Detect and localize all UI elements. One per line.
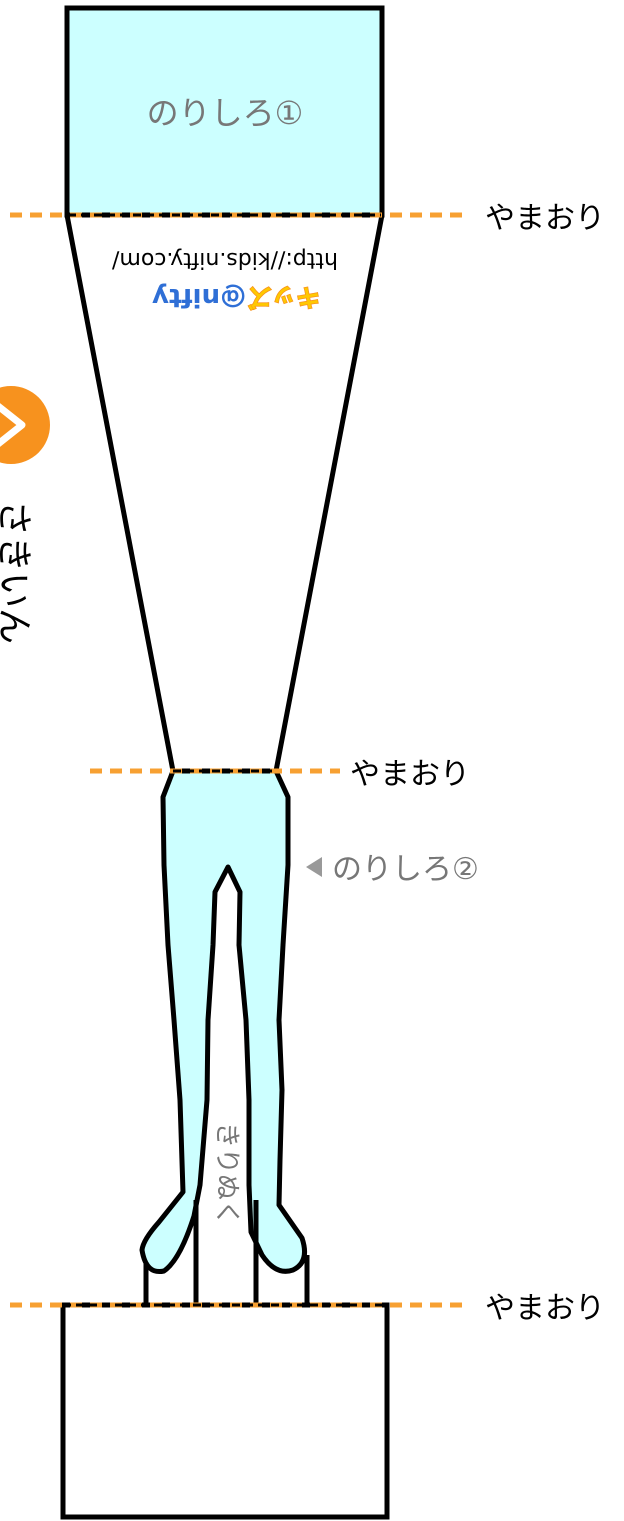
glue-tab-1-label: のりしろ①: [147, 94, 304, 132]
chevron-right-icon: [0, 403, 26, 447]
glue-tab-2-label: のりしろ②: [332, 852, 479, 887]
logo-brand: @nifty: [152, 282, 246, 312]
logo-kana: キッズ: [248, 283, 320, 311]
legs-shape: [139, 768, 307, 1275]
triangle-left-icon: [306, 857, 322, 877]
side-badge: [0, 386, 50, 464]
upside-down-branding: http://kids.nifty.com/ キッズ @nifty: [111, 247, 338, 314]
base-panel: [60, 1302, 390, 1520]
cut-out-posts: [143, 1200, 310, 1305]
site-url: http://kids.nifty.com/: [111, 247, 338, 272]
glue-tab-1-panel: [64, 5, 385, 218]
svg-text:さきいん: さきいん: [0, 500, 34, 644]
cut-out-label: きりぬく: [212, 1122, 242, 1226]
kids-nifty-logo: キッズ @nifty: [150, 281, 320, 314]
side-label: さきいん: [0, 500, 34, 644]
fold-label-top: やまおり: [485, 201, 605, 236]
svg-text:きりぬく: きりぬく: [212, 1122, 242, 1226]
fold-label-bottom: やまおり: [485, 1291, 605, 1326]
fold-label-middle: やまおり: [350, 757, 470, 792]
